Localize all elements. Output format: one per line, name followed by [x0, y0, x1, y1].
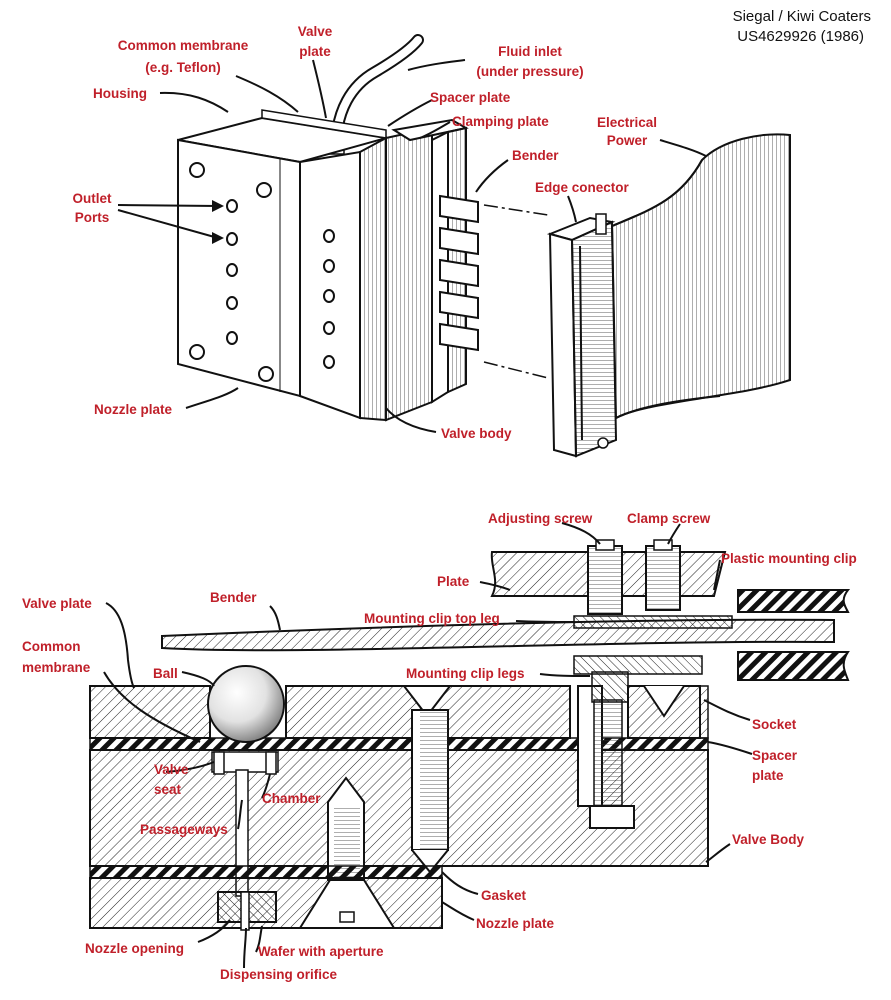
credit-line-1: Siegal / Kiwi Coaters [733, 8, 871, 25]
label-passageways: Passageways [140, 822, 228, 837]
label-valve-body-top: Valve body [441, 426, 512, 441]
label-valve-body-bottom: Valve Body [732, 832, 805, 847]
label-dispensing-orifice: Dispensing orifice [220, 967, 338, 982]
top-leaders [117, 59, 707, 433]
label-valve-seat: Valve [154, 762, 189, 777]
nozzle-plate-section [89, 865, 443, 931]
label-edge-connector: Edge conector [535, 180, 630, 195]
ribbon-cable [610, 133, 791, 420]
label-plastic-mounting-clip: Plastic mounting clip [721, 551, 857, 566]
label-adjusting-screw: Adjusting screw [488, 511, 593, 526]
label-outlet-ports: Outlet [73, 191, 113, 206]
label-clamping-plate: Clamping plate [452, 114, 549, 129]
credit-line-2: US4629926 (1986) [737, 28, 864, 45]
label-fluid-inlet: Fluid inlet [498, 44, 562, 59]
label-outlet-ports-sub: Ports [75, 210, 110, 225]
label-valve-plate-bottom: Valve plate [22, 596, 92, 611]
label-electrical-power-sub: Power [607, 133, 648, 148]
credit: Siegal / Kiwi Coaters US4629926 (1986) [733, 8, 871, 45]
label-bender-bottom: Bender [210, 590, 257, 605]
label-fluid-inlet-sub: (under pressure) [476, 64, 583, 79]
label-spacer-plate-bottom: Spacer [752, 748, 798, 763]
label-ball: Ball [153, 666, 178, 681]
label-common-membrane: Common membrane [118, 38, 249, 53]
label-clamp-screw: Clamp screw [627, 511, 711, 526]
label-socket: Socket [752, 717, 797, 732]
top-figure: Common membrane (e.g. Teflon) Valve plat… [73, 24, 791, 458]
ball [207, 665, 285, 743]
label-valve-plate: Valve [298, 24, 333, 39]
label-common-membrane-bottom: Common [22, 639, 81, 654]
label-nozzle-opening: Nozzle opening [85, 941, 184, 956]
label-valve-seat-sub: seat [154, 782, 182, 797]
label-valve-plate-sub: plate [299, 44, 331, 59]
bottom-leaders [103, 522, 753, 969]
label-mounting-clip-legs: Mounting clip legs [406, 666, 525, 681]
label-plate: Plate [437, 574, 470, 589]
label-electrical-power: Electrical [597, 115, 657, 130]
bender-strip [161, 618, 835, 652]
edge-connector [546, 213, 618, 458]
valve-plate-layer [89, 685, 709, 751]
valve-body-section [89, 671, 709, 897]
label-housing: Housing [93, 86, 147, 101]
top-labels: Common membrane (e.g. Teflon) Valve plat… [73, 24, 658, 441]
bottom-labels: Adjusting screw Clamp screw Plastic moun… [22, 511, 857, 982]
plastic-mounting-clip [573, 589, 851, 681]
plate-part [490, 539, 727, 615]
label-common-membrane-sub: (e.g. Teflon) [145, 60, 221, 75]
housing-block [177, 109, 433, 422]
label-mounting-clip-top-leg: Mounting clip top leg [364, 611, 500, 626]
label-spacer-plate-bottom-sub: plate [752, 768, 784, 783]
label-spacer-plate: Spacer plate [430, 90, 511, 105]
label-nozzle-plate-bottom: Nozzle plate [476, 916, 555, 931]
label-gasket: Gasket [481, 888, 527, 903]
bender-tabs [439, 194, 479, 352]
label-chamber: Chamber [262, 791, 321, 806]
label-nozzle-plate-top: Nozzle plate [94, 402, 173, 417]
label-wafer-with-aperture: Wafer with aperture [258, 944, 384, 959]
label-common-membrane-bottom-sub: membrane [22, 660, 91, 675]
label-bender-top: Bender [512, 148, 559, 163]
outlet-ports [226, 199, 238, 345]
bottom-figure: Adjusting screw Clamp screw Plastic moun… [22, 511, 857, 982]
